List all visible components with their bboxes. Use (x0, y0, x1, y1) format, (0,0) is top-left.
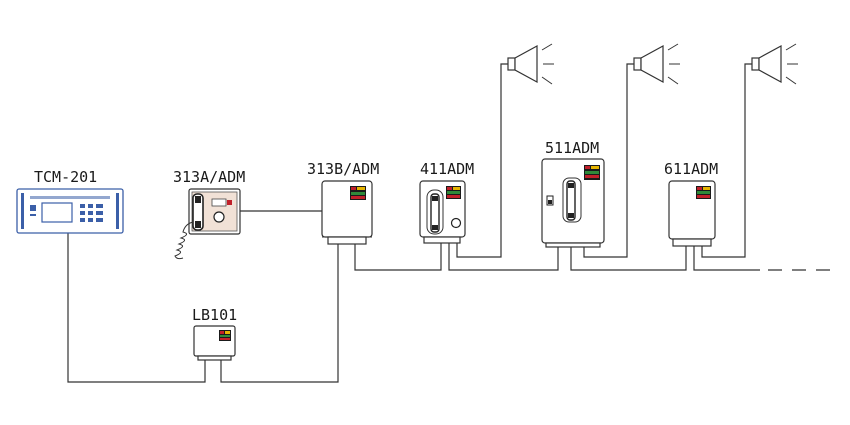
611adm-label: 611ADM (664, 160, 718, 178)
313a-adm-unit: 313A/ADM (173, 168, 245, 260)
wire-611-out (693, 246, 760, 271)
telephone-handset-icon (192, 193, 204, 231)
411adm-label: 411ADM (420, 160, 474, 178)
wire-411-speaker (456, 63, 510, 258)
lb101-unit: LB101 (192, 306, 237, 361)
telephone-handset-icon (430, 193, 440, 233)
horn-speaker-icon (633, 43, 680, 85)
313a-adm-label: 313A/ADM (173, 168, 245, 186)
tcm-201-unit: TCM-201 (16, 168, 124, 234)
status-tag (219, 330, 231, 341)
tcm-201-label: TCM-201 (34, 168, 97, 186)
wire-tcm-lb101 (67, 233, 206, 383)
lb101-label: LB101 (192, 306, 237, 324)
313b-adm-unit: 313B/ADM (307, 160, 379, 245)
511adm-label: 511ADM (545, 139, 599, 157)
wire-511-611 (570, 246, 687, 271)
horn-speaker-icon (507, 43, 554, 85)
telephone-handset-icon (566, 180, 576, 221)
status-tag (350, 186, 366, 200)
wire-511-speaker (583, 63, 636, 258)
horn-speaker-icon (751, 43, 798, 85)
611adm-unit: 611ADM (664, 160, 718, 247)
wire-411-511 (448, 243, 559, 271)
wire-611-speaker (701, 63, 754, 258)
411adm-unit: 411ADM (419, 160, 474, 244)
wiring (67, 63, 840, 383)
status-tag (584, 165, 600, 180)
wire-313b-411 (354, 243, 442, 271)
status-tag (696, 186, 711, 199)
wire-lb101-313b (220, 244, 339, 383)
status-tag (446, 186, 461, 199)
511adm-unit: 511ADM (541, 139, 605, 248)
control-panel-icon (30, 202, 103, 223)
313b-adm-label: 313B/ADM (307, 160, 379, 178)
coiled-cord-icon (174, 221, 194, 260)
